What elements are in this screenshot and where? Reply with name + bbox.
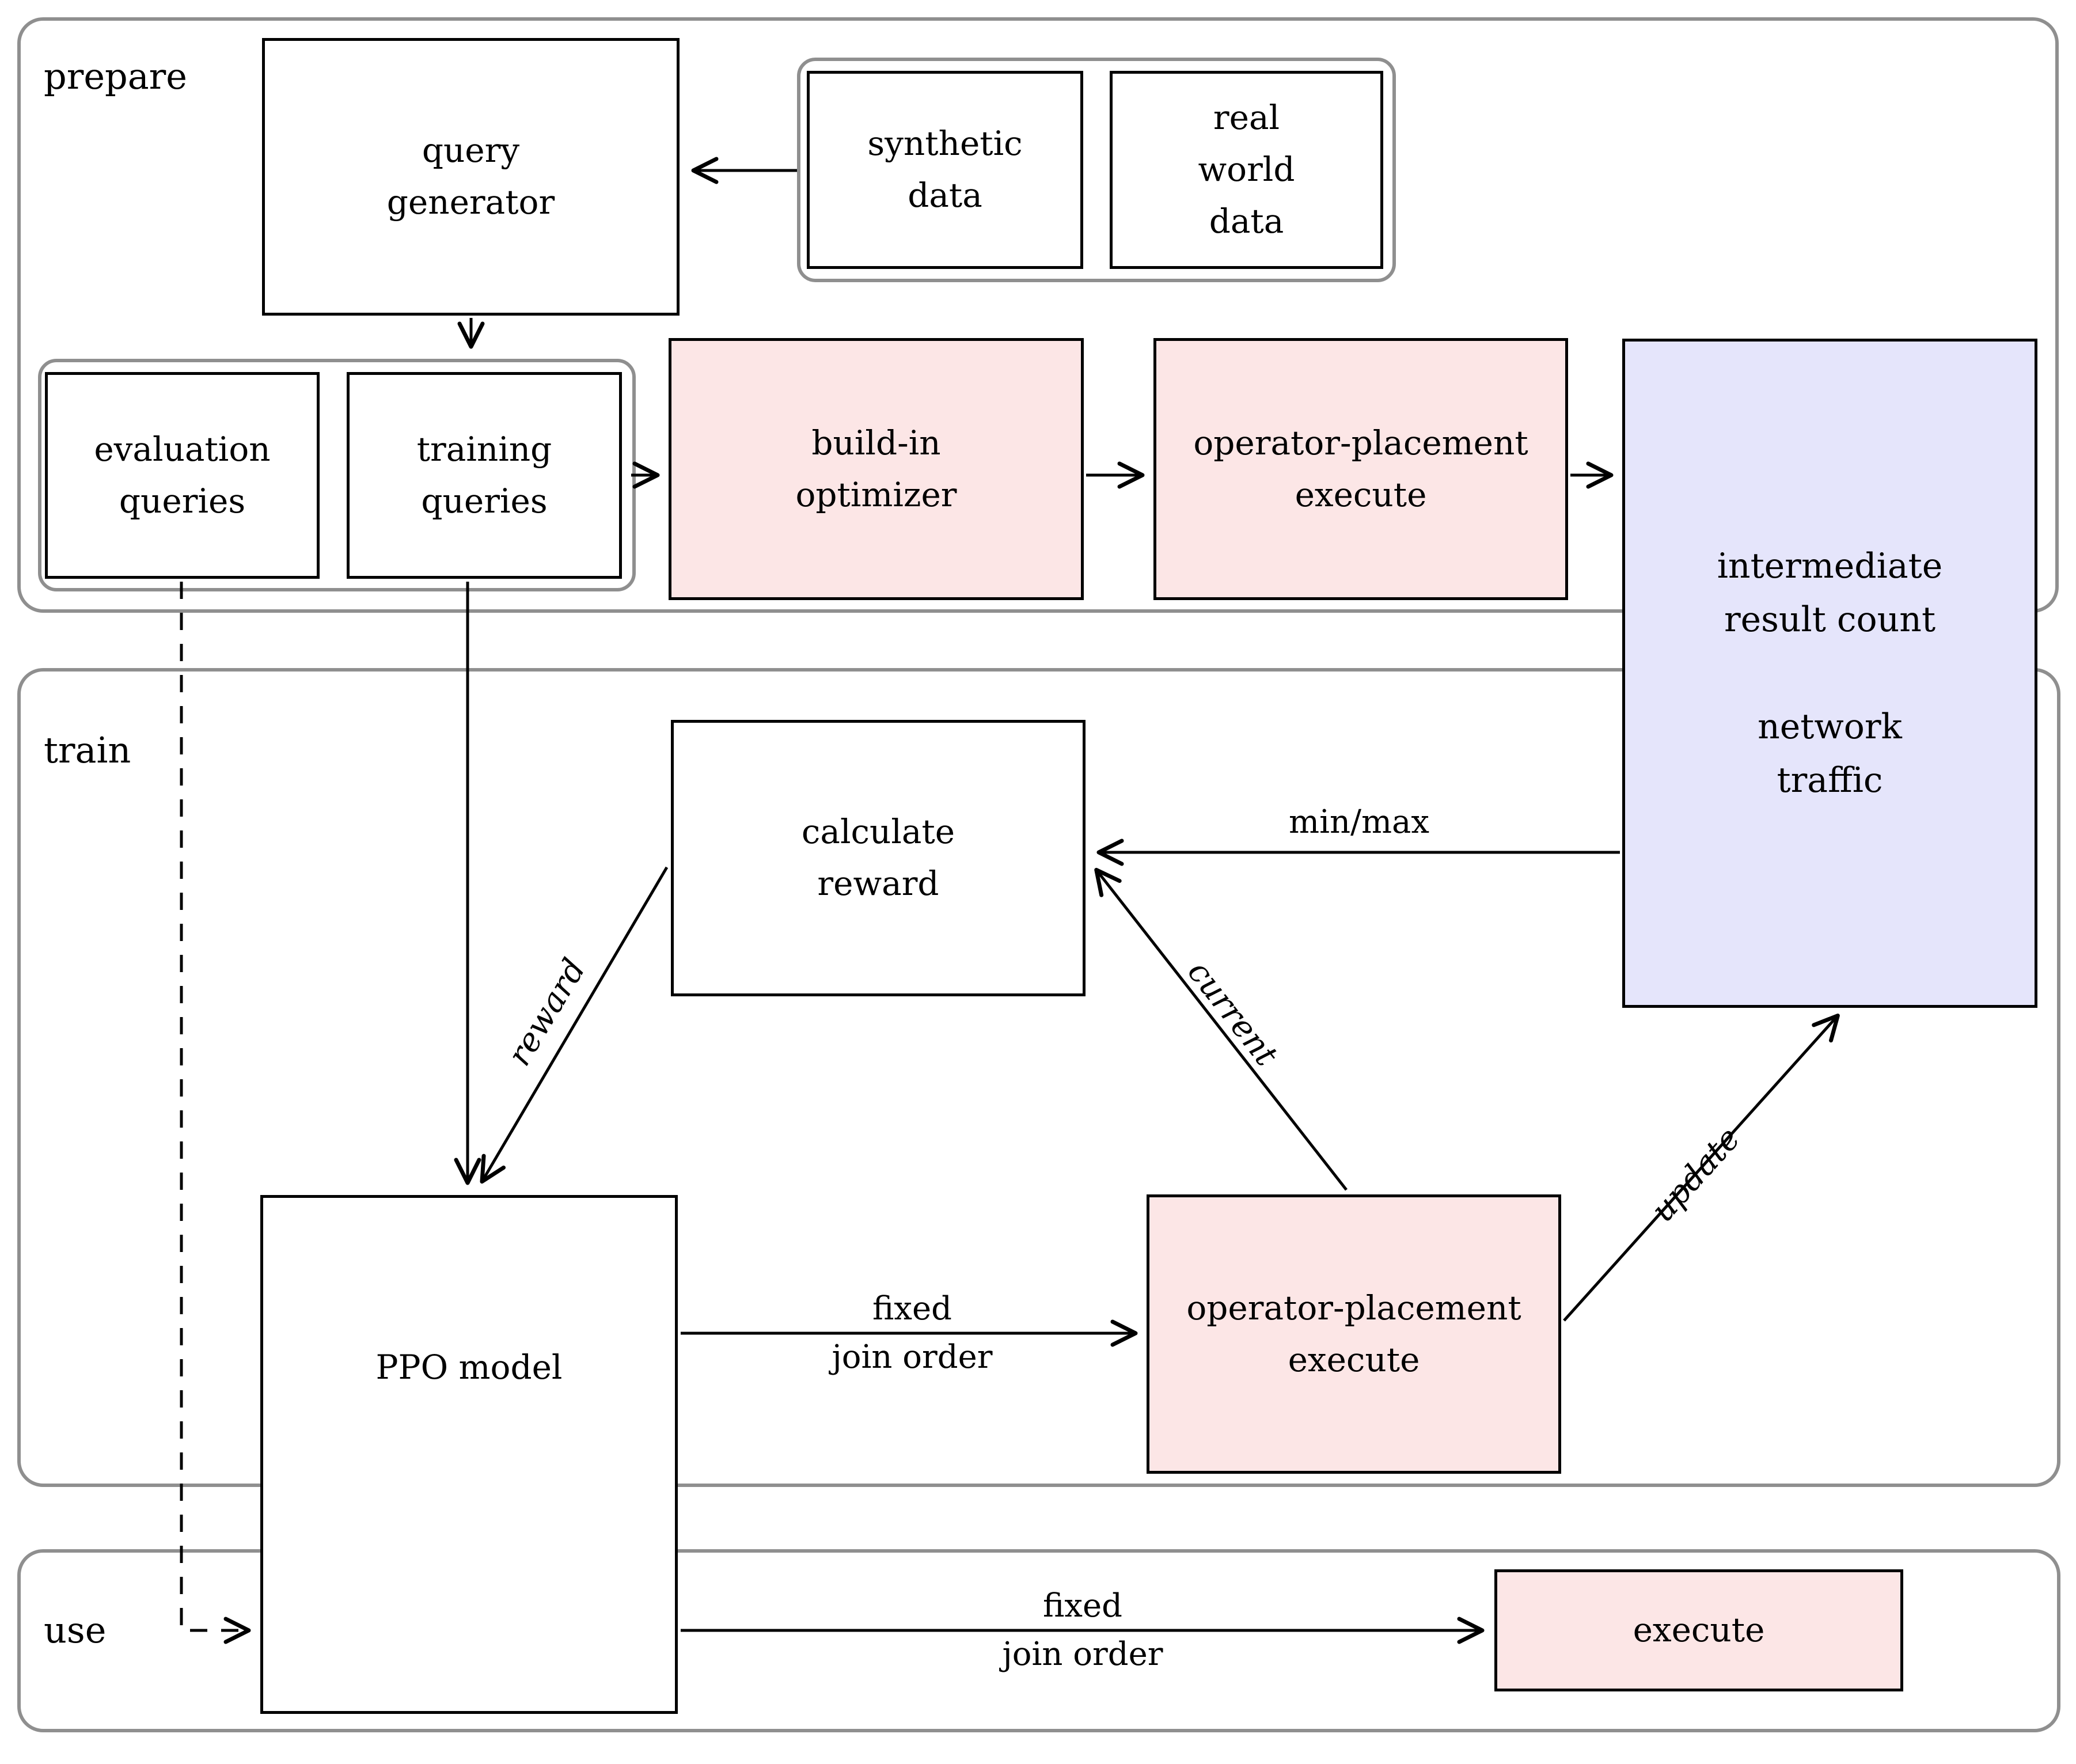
- node-build-in-optimizer-label: build-in optimizer: [795, 423, 957, 514]
- edge-optrain-to-metrics: [1563, 1014, 1840, 1322]
- prepare-section-label: prepare: [44, 55, 187, 97]
- node-synthetic-data-label: synthetic data: [867, 124, 1023, 215]
- node-intermediate-result-count-label: intermediate result count network traffi…: [1717, 545, 1943, 801]
- use-section-label: use: [44, 1609, 107, 1651]
- edge-optrain-to-calcreward: [1094, 867, 1348, 1191]
- node-training-queries-label: training queries: [416, 429, 552, 521]
- node-operator-placement-execute-train-label: operator-placement execute: [1186, 1288, 1521, 1379]
- prepare-section-container: [17, 17, 2059, 613]
- node-real-world-data: real world data: [1110, 71, 1383, 269]
- node-query-generator-label: query generator: [386, 131, 555, 222]
- train-section-label: train: [44, 729, 131, 771]
- node-evaluation-queries-label: evaluation queries: [94, 429, 271, 521]
- node-evaluation-queries: evaluation queries: [45, 372, 320, 579]
- node-query-generator: query generator: [262, 38, 680, 316]
- use-section-container: [17, 1549, 2060, 1732]
- edge-evaluation-to-ppo-dashed: [180, 582, 251, 1644]
- node-build-in-optimizer: build-in optimizer: [669, 338, 1084, 600]
- node-operator-placement-execute-prepare: operator-placement execute: [1153, 338, 1568, 600]
- node-calculate-reward-label: calculate reward: [801, 812, 955, 903]
- node-execute-use-label: execute: [1633, 1610, 1765, 1650]
- node-intermediate-result-count: intermediate result count network traffi…: [1622, 339, 2037, 1008]
- node-calculate-reward: calculate reward: [671, 720, 1086, 996]
- node-ppo-model: PPO model: [260, 1195, 678, 1714]
- edge-label-fixed-join-order-use: fixed join order: [1002, 1587, 1163, 1673]
- node-execute-use: execute: [1494, 1569, 1903, 1691]
- node-synthetic-data: synthetic data: [807, 71, 1083, 269]
- edge-calcreward-to-ppo: [480, 866, 669, 1184]
- node-real-world-data-label: real world data: [1198, 98, 1295, 241]
- train-section-container: [17, 668, 2060, 1487]
- node-training-queries: training queries: [347, 372, 622, 579]
- edge-label-min-max: min/max: [1288, 803, 1430, 841]
- node-operator-placement-execute-train: operator-placement execute: [1147, 1194, 1561, 1474]
- edge-label-fixed-join-order-train: fixed join order: [832, 1290, 993, 1376]
- node-operator-placement-execute-prepare-label: operator-placement execute: [1193, 423, 1528, 514]
- node-ppo-model-label: PPO model: [375, 1348, 563, 1387]
- data-sources-group: [797, 58, 1396, 282]
